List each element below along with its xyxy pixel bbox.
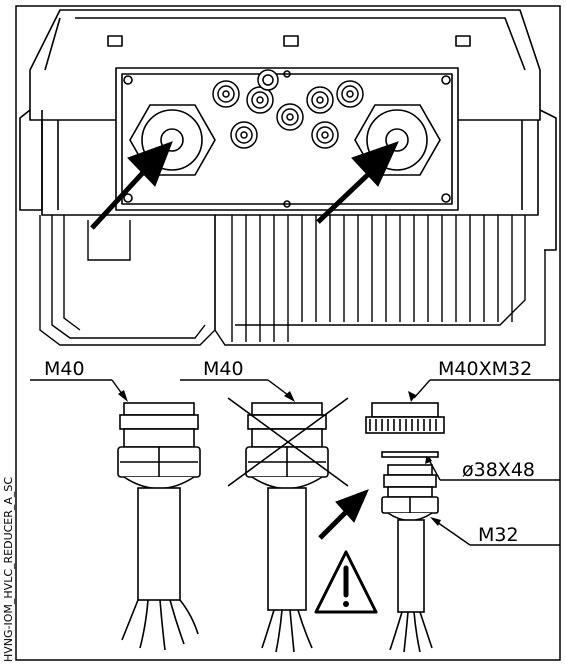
leader-lines <box>30 379 560 546</box>
warning-triangle-icon <box>314 550 378 614</box>
heatsink-fins <box>39 215 546 346</box>
label-washer: ø38X48 <box>462 459 535 481</box>
arrow-icon <box>318 489 369 540</box>
label-m40-center: M40 <box>203 358 244 380</box>
leader-arrowheads <box>118 390 441 526</box>
cross-out-icon <box>227 397 349 487</box>
small-glands <box>212 69 364 149</box>
side-code: HVNG-IOM_HVLC_REDUCER_A_SC <box>2 477 15 662</box>
label-m32: M32 <box>478 524 519 546</box>
arrow-icon <box>90 141 399 230</box>
washer-38x48 <box>381 451 439 458</box>
m32-gland <box>381 464 439 653</box>
m40-gland-center <box>245 402 329 653</box>
label-m40-left: M40 <box>44 358 85 380</box>
large-gland-right <box>354 104 441 176</box>
label-reducer: M40XM32 <box>438 358 532 380</box>
reducer-m40xm32 <box>365 402 445 434</box>
m40-gland-left <box>117 402 201 651</box>
